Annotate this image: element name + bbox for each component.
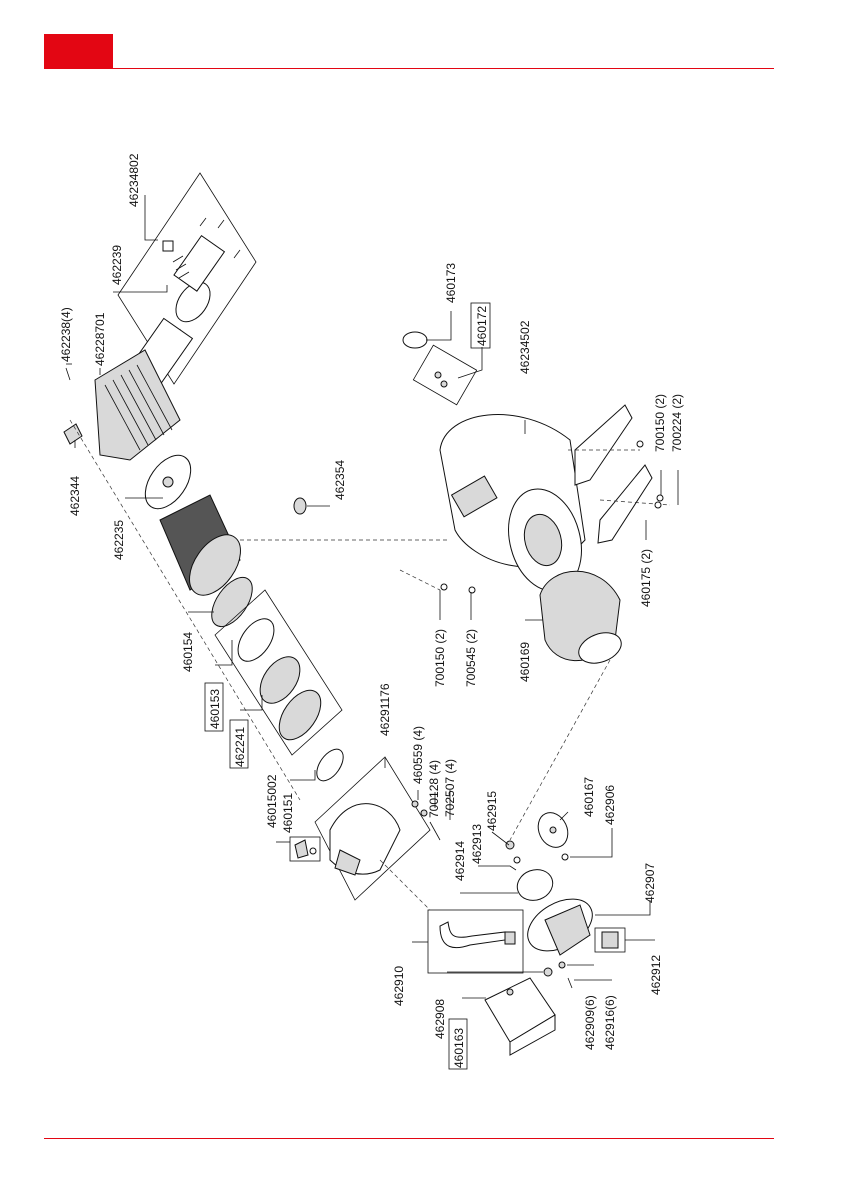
motor-stator-part <box>159 494 241 596</box>
fitting-462915-part <box>505 840 521 864</box>
callout-462238: 462238(4) <box>59 307 73 362</box>
callout-462239: 462239 <box>110 245 124 285</box>
callout-460173: 460173 <box>444 263 458 303</box>
screws-462909-part <box>558 961 573 989</box>
bolts-part <box>411 800 441 841</box>
callout-462914: 462914 <box>453 841 467 881</box>
plate-462914-part <box>516 869 554 901</box>
callout-460163: 460163 <box>452 1028 466 1068</box>
impeller-stage-box <box>214 589 343 756</box>
pressure-tank-part <box>439 414 586 592</box>
cable-gland-part <box>162 240 174 252</box>
callout-462916: 462916(6) <box>603 995 617 1050</box>
callout-462910: 462910 <box>392 966 406 1006</box>
callout-700128: 700128 (4) <box>427 760 441 818</box>
motor-housing-part <box>94 349 181 461</box>
connector-462912-part <box>594 927 626 953</box>
nut-462908-part <box>543 967 553 977</box>
capacitor-part <box>175 281 211 323</box>
callout-700545: 700545 (2) <box>464 629 478 687</box>
callout-460172-frame <box>470 302 491 349</box>
valve-460172-part <box>434 371 448 388</box>
callout-462235: 462235 <box>112 520 126 560</box>
pump-body-box <box>314 756 431 901</box>
callout-460153-frame <box>204 682 224 732</box>
callout-46234802: 46234802 <box>127 153 141 207</box>
callout-462906: 462906 <box>603 785 617 825</box>
pipe-462910-part <box>427 909 524 974</box>
gauge-460167-part <box>537 812 569 848</box>
callout-460154: 460154 <box>181 632 195 672</box>
callout-462354: 462354 <box>333 460 347 500</box>
header-tab <box>44 34 113 69</box>
callout-462912: 462912 <box>649 955 663 995</box>
callout-462908: 462908 <box>433 999 447 1039</box>
callout-462907: 462907 <box>643 863 657 903</box>
callout-462909: 462909(6) <box>583 995 597 1050</box>
callout-46228701: 46228701 <box>93 312 107 366</box>
callout-462915: 462915 <box>485 791 499 831</box>
diaphragm-460169-part <box>539 570 622 664</box>
callout-460169: 460169 <box>518 642 532 682</box>
callout-46291176: 46291176 <box>378 683 392 736</box>
callout-460163-frame <box>448 1018 468 1070</box>
nozzle-46015002-part <box>289 836 321 862</box>
callout-462913: 462913 <box>470 824 484 864</box>
cap-462344-part <box>63 423 83 445</box>
callout-700150-left: 700150 (2) <box>433 629 447 687</box>
callout-462344: 462344 <box>68 476 82 516</box>
terminal-box-lid-part <box>173 217 241 292</box>
fan-part <box>144 454 192 510</box>
callout-460559: 460559 (4) <box>411 726 425 784</box>
screw-462238-part <box>65 367 71 381</box>
callout-460172: 460172 <box>475 306 489 346</box>
header-rule <box>44 68 774 69</box>
pump-flange-460154-part <box>211 577 253 627</box>
callout-700224: 700224 (2) <box>670 394 684 452</box>
callout-702507: 702507 (4) <box>443 759 457 817</box>
manifold-462907-part <box>527 898 593 956</box>
impeller-460151-part <box>316 748 344 782</box>
switch-box-460163-part <box>484 977 556 1056</box>
footer-rule <box>44 1138 774 1139</box>
callout-46234502: 46234502 <box>518 320 532 374</box>
tank-feet-part <box>574 404 653 544</box>
impeller-stages-part <box>237 618 322 741</box>
callout-460167: 460167 <box>582 777 596 817</box>
bearing-462354-part <box>293 497 307 515</box>
callout-460151: 460151 <box>281 793 295 833</box>
screws-part <box>172 255 190 279</box>
callout-46015002: 46015002 <box>265 774 279 828</box>
callout-462241-frame <box>229 719 249 769</box>
pump-body-part <box>329 803 401 876</box>
callout-460153: 460153 <box>208 689 222 729</box>
callout-462241: 462241 <box>233 727 247 767</box>
callout-700150-right: 700150 (2) <box>653 394 667 452</box>
tank-cap-460173-part <box>402 331 428 349</box>
callout-460175: 460175 (2) <box>639 549 653 607</box>
